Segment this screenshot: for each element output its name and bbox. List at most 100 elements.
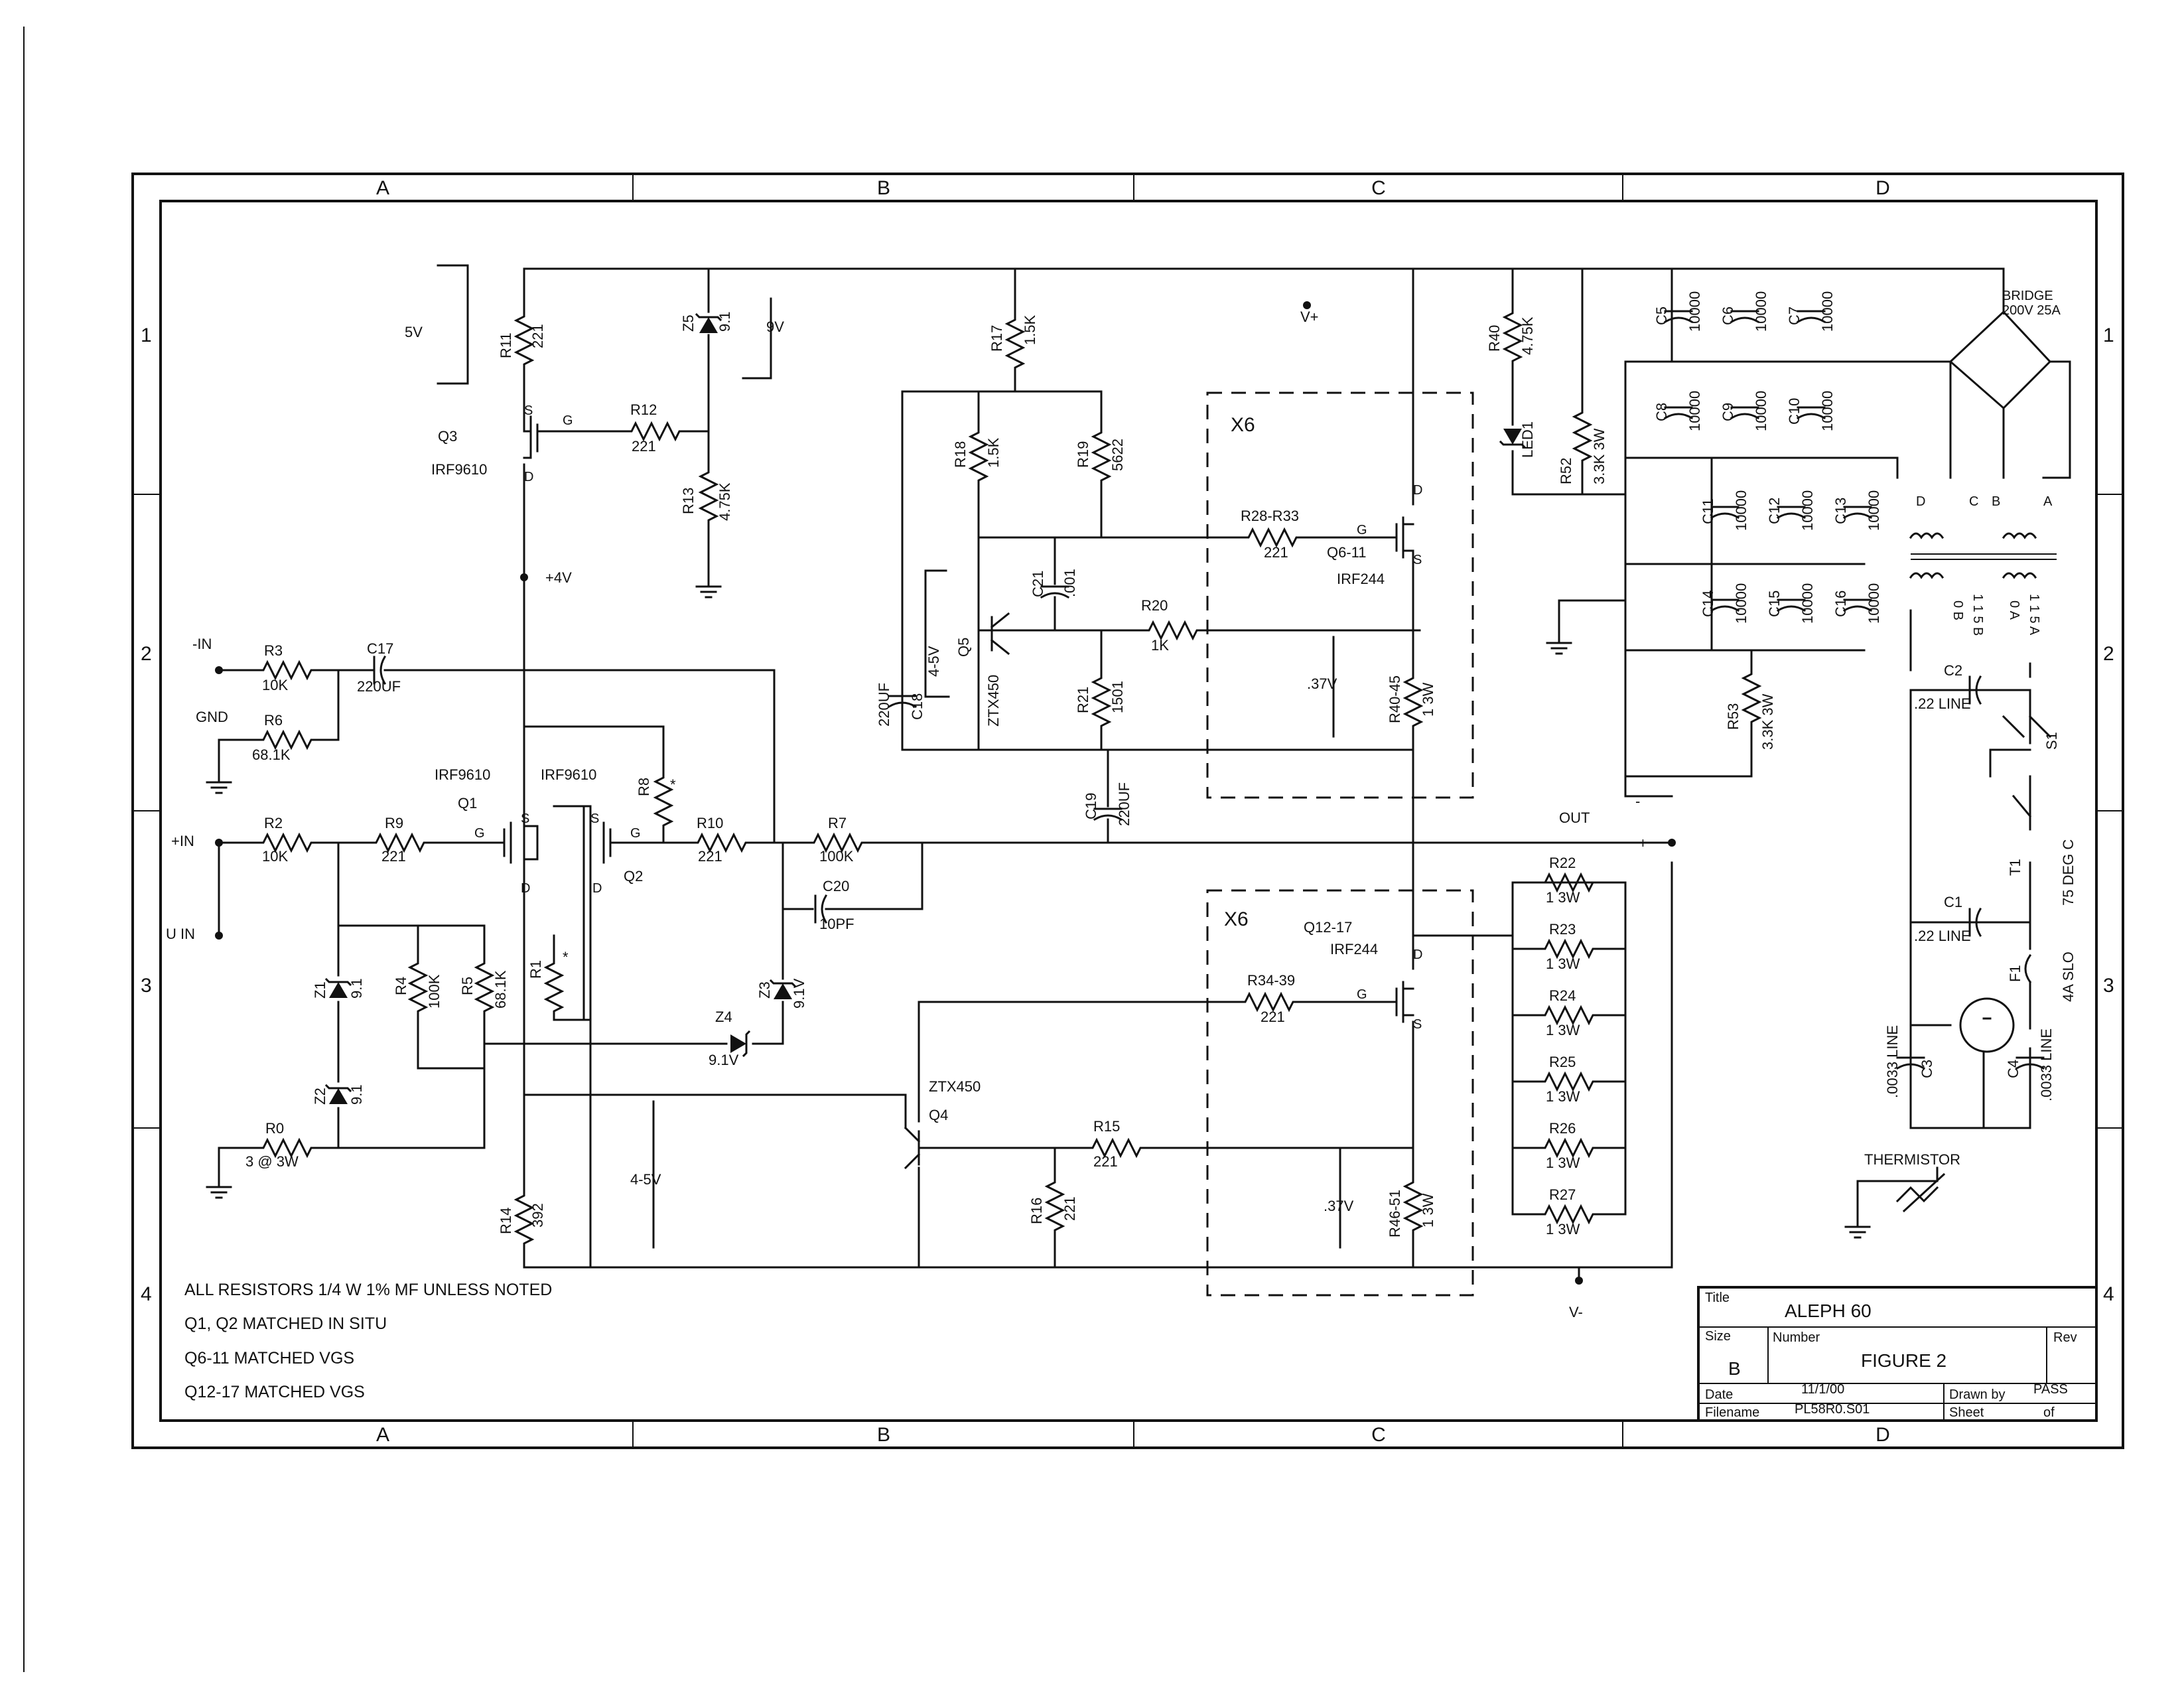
c13-val: 10000 xyxy=(1866,490,1882,531)
r22-ref: R22 xyxy=(1549,855,1576,871)
r26-val: 1 3W xyxy=(1546,1155,1580,1171)
r22-val: 1 3W xyxy=(1546,889,1580,906)
label-in-minus: -IN xyxy=(192,636,212,652)
label-9v: 9V xyxy=(766,318,784,335)
xfmr-d: D xyxy=(1916,494,1925,509)
ground-symbols xyxy=(206,576,1871,1239)
c20-val: 10PF xyxy=(819,916,854,932)
r28-val: 221 xyxy=(1264,544,1288,561)
bridge-rating: 200V 25A xyxy=(2002,303,2061,318)
q1-source-pin: S xyxy=(521,811,529,826)
q1-gate-pin: G xyxy=(474,826,485,841)
c9-val: 10000 xyxy=(1753,391,1769,431)
q1-part: IRF9610 xyxy=(435,766,490,783)
c7-ref: C7 xyxy=(1786,307,1803,325)
r28-ref: R28-R33 xyxy=(1241,508,1299,524)
z5-ref: Z5 xyxy=(680,315,697,332)
c17-ref: C17 xyxy=(367,640,393,657)
t1-value: 75 DEG C xyxy=(2060,839,2077,906)
ground-r0 xyxy=(206,1176,232,1199)
c3-val: .0033 LINE xyxy=(1884,1025,1901,1098)
r46-51-val: 1 3W xyxy=(1420,1193,1436,1228)
c17-val: 220UF xyxy=(357,678,401,695)
c12-ref: C12 xyxy=(1766,498,1783,524)
xfmr-b: B xyxy=(1992,494,2000,509)
label-out: OUT xyxy=(1559,809,1590,826)
c10-val: 10000 xyxy=(1819,391,1836,431)
c21-ref: C21 xyxy=(1030,571,1046,597)
zone-row-1-right: 1 xyxy=(2103,324,2114,346)
f1-value: 4A SLO xyxy=(2060,951,2077,1002)
c16-val: 10000 xyxy=(1866,583,1882,624)
zone-row-4-right: 4 xyxy=(2103,1283,2114,1305)
tap-115a: 1 1 5 A xyxy=(2027,594,2041,636)
tb-title: ALEPH 60 xyxy=(1785,1301,1872,1321)
tb-size-label: Size xyxy=(1705,1329,1731,1344)
x6-lower-module-box xyxy=(1206,889,1474,1297)
zone-row-3-left: 3 xyxy=(141,975,152,997)
x6-upper-label: X6 xyxy=(1231,414,1255,436)
label-out-plus: + xyxy=(1639,835,1647,851)
r5-val: 68.1K xyxy=(492,970,509,1009)
r13-val: 4.75K xyxy=(717,482,733,521)
diode-labels: Z5 9.1 Z1 9.1 Z2 9.1 Z3 9.1V Z4 9.1V LED… xyxy=(312,311,1536,1105)
tb-of-label: of xyxy=(2043,1405,2055,1420)
c8-ref: C8 xyxy=(1653,403,1670,421)
r17-ref: R17 xyxy=(989,325,1005,352)
c1-val: .22 LINE xyxy=(1914,928,1971,944)
led1-ref: LED1 xyxy=(1519,421,1536,458)
q2-gate-pin: G xyxy=(630,826,641,841)
r19-val: 5622 xyxy=(1109,439,1126,471)
r13-ref: R13 xyxy=(680,488,697,514)
c19-val: 220UF xyxy=(1116,782,1132,826)
load-resistor-wires xyxy=(1511,881,1627,1216)
r3-ref: R3 xyxy=(264,642,283,659)
transistor-symbols xyxy=(476,415,1414,1170)
r17-val: 1.5K xyxy=(1022,315,1038,345)
r25-val: 1 3W xyxy=(1546,1088,1580,1105)
r4-ref: R4 xyxy=(393,977,409,995)
c18-val: 220UF xyxy=(876,683,892,727)
z3-ref: Z3 xyxy=(756,981,773,999)
r15-val: 221 xyxy=(1093,1153,1118,1170)
r25-ref: R25 xyxy=(1549,1054,1576,1070)
r27-ref: R27 xyxy=(1549,1186,1576,1203)
label-5v: 5V xyxy=(405,324,423,340)
c9-ref: C9 xyxy=(1720,403,1736,421)
notes: ALL RESISTORS 1/4 W 1% MF UNLESS NOTED Q… xyxy=(184,1281,552,1401)
r53-val: 3.3K 3W xyxy=(1759,693,1776,750)
ground-gnd-in xyxy=(206,772,232,794)
q1-ref: Q1 xyxy=(458,795,477,811)
f1-label: F1 xyxy=(2007,965,2023,982)
r53-ref: R53 xyxy=(1725,703,1741,730)
r40-45-val: 1 3W xyxy=(1420,682,1436,717)
power-section-symbols xyxy=(1895,310,2057,1213)
tb-size: B xyxy=(1728,1358,1741,1379)
r4-val: 100K xyxy=(426,974,443,1009)
c20-ref: C20 xyxy=(823,878,849,894)
q2-drain-pin: D xyxy=(592,881,602,896)
q6-drain-pin: D xyxy=(1413,483,1422,498)
tb-drawn-by: PASS xyxy=(2033,1382,2068,1397)
r23-ref: R23 xyxy=(1549,921,1576,938)
voltage-brackets xyxy=(437,264,1341,1249)
z3-val: 9.1V xyxy=(791,978,807,1009)
tap-0a: 0 A xyxy=(2007,600,2021,620)
title-block: Title ALEPH 60 Size B Number FIGURE 2 Re… xyxy=(1697,1286,2098,1422)
zone-col-a-top: A xyxy=(376,177,389,199)
z2-val: 9.1 xyxy=(348,1084,365,1105)
c6-ref: C6 xyxy=(1720,307,1736,325)
q5-part: ZTX450 xyxy=(985,675,1002,727)
xfmr-c: C xyxy=(1969,494,1978,509)
r11-val: 221 xyxy=(529,324,546,348)
r8-val: * xyxy=(670,776,676,793)
thermistor-label: THERMISTOR xyxy=(1864,1151,1960,1168)
r0-ref: R0 xyxy=(265,1120,284,1137)
r18-val: 1.5K xyxy=(985,437,1002,468)
z4-ref: Z4 xyxy=(715,1009,732,1025)
ground-psu xyxy=(1546,632,1572,655)
label-4-5v-q5: 4-5V xyxy=(925,646,942,677)
labels-left: 5V 9V V+ V- +4V 4-5V 4-5V .37V .37V -IN … xyxy=(166,309,1647,1320)
c3-ref: C3 xyxy=(1919,1060,1935,1078)
